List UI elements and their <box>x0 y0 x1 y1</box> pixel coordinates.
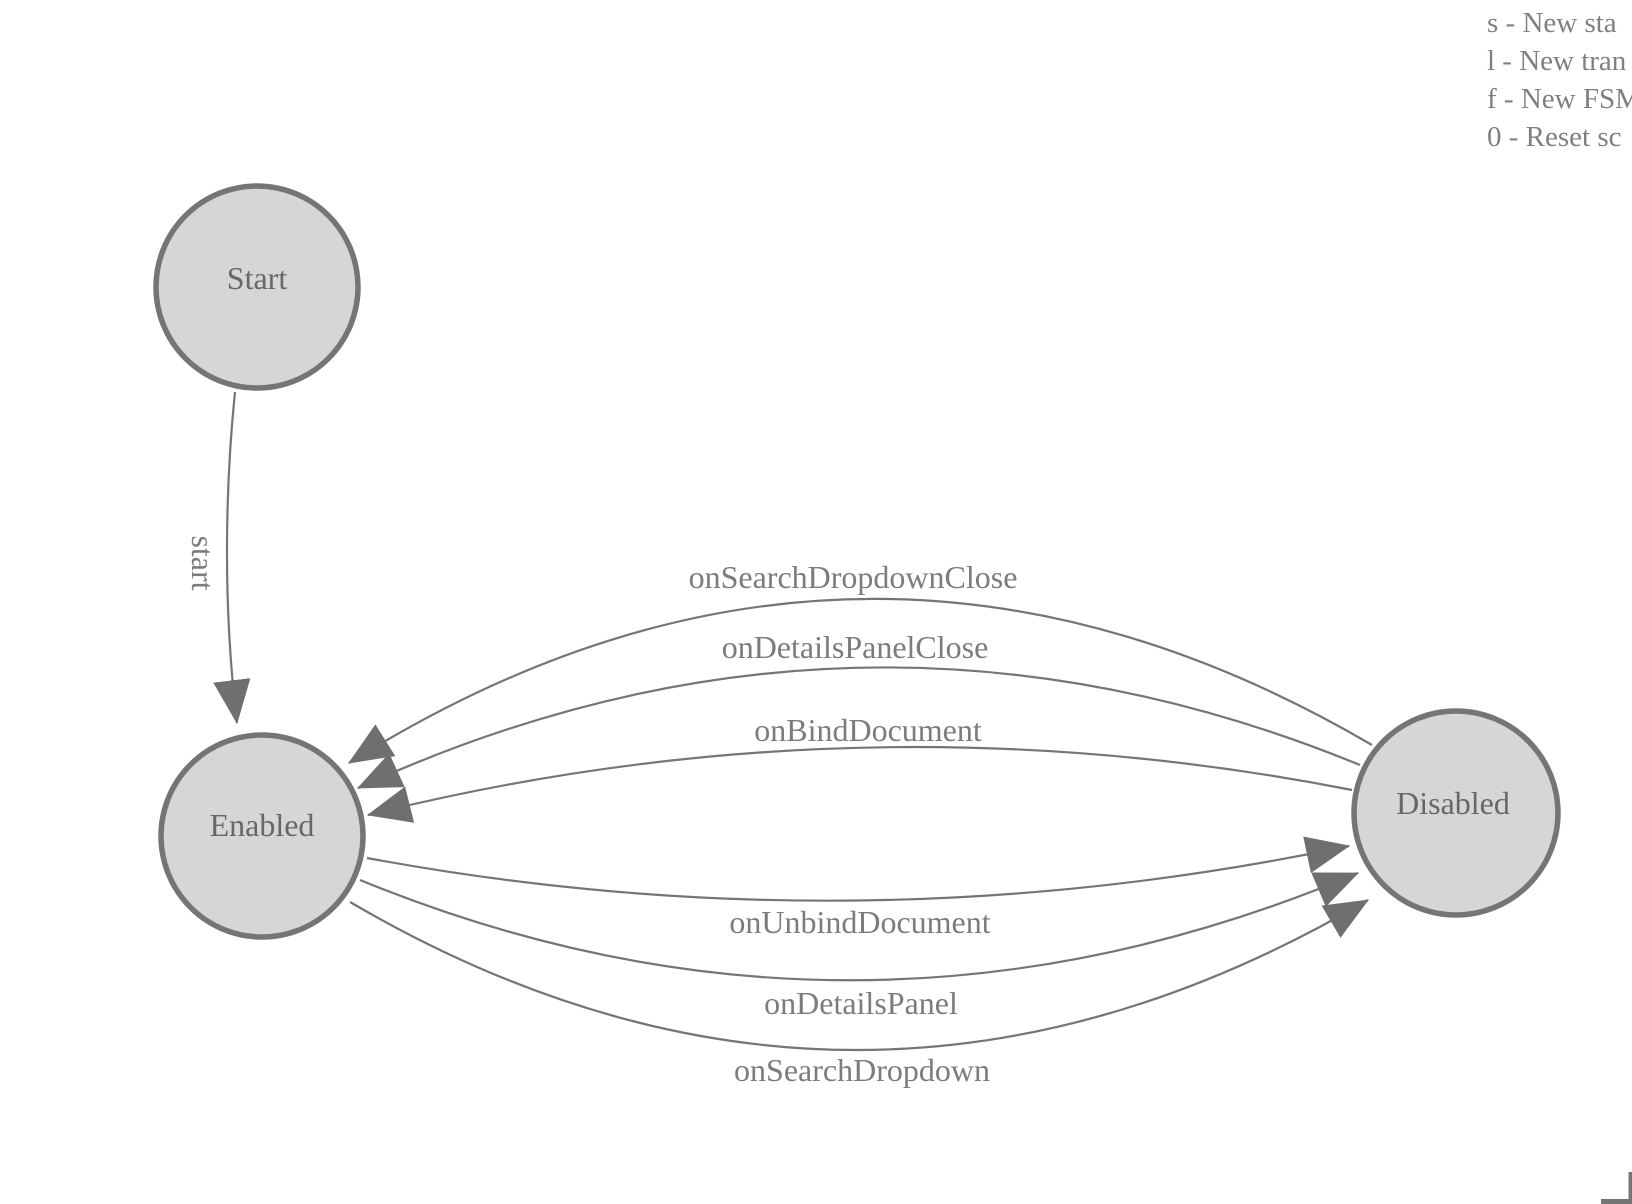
edge-label-onSearchDropdownClose[interactable]: onSearchDropdownClose <box>689 559 1018 595</box>
legend-line-new-transition: l - New tran <box>1487 45 1627 77</box>
edge-start-to-enabled[interactable] <box>213 391 251 725</box>
state-node-disabled[interactable]: Disabled <box>1351 708 1561 918</box>
edge-onUnbindDocument[interactable] <box>366 836 1351 902</box>
state-label-disabled: Disabled <box>1396 785 1510 821</box>
edge-label-onSearchDropdown[interactable]: onSearchDropdown <box>734 1052 990 1088</box>
legend-line-new-fsm: f - New FSM <box>1487 83 1632 115</box>
legend-line-new-state: s - New sta <box>1487 7 1617 39</box>
edge-onDetailsPanelClose[interactable] <box>356 666 1361 790</box>
shortcut-legend: s - New sta l - New tran f - New FSM 0 -… <box>1487 4 1632 156</box>
edge-label-start[interactable]: start <box>185 535 221 590</box>
edge-label-onBindDocument[interactable]: onBindDocument <box>754 712 982 748</box>
edge-onBindDocument[interactable] <box>366 745 1353 823</box>
edge-label-onDetailsPanel[interactable]: onDetailsPanel <box>764 985 958 1021</box>
state-label-start: Start <box>227 260 288 296</box>
edge-onSearchDropdownClose[interactable] <box>348 597 1373 764</box>
edge-onSearchDropdown[interactable] <box>349 899 1369 1052</box>
state-label-enabled: Enabled <box>210 807 315 843</box>
state-circle-start[interactable] <box>153 183 361 391</box>
edge-onDetailsPanel[interactable] <box>359 871 1360 982</box>
edge-label-onDetailsPanelClose[interactable]: onDetailsPanelClose <box>722 629 989 665</box>
canvas-corner-bracket <box>1601 1172 1632 1204</box>
state-node-start[interactable]: Start <box>153 183 361 391</box>
state-circle-disabled[interactable] <box>1351 708 1561 918</box>
state-node-enabled[interactable]: Enabled <box>158 732 366 940</box>
edge-label-onUnbindDocument[interactable]: onUnbindDocument <box>729 904 990 940</box>
state-circle-enabled[interactable] <box>158 732 366 940</box>
legend-line-reset: 0 - Reset sc <box>1487 121 1622 153</box>
